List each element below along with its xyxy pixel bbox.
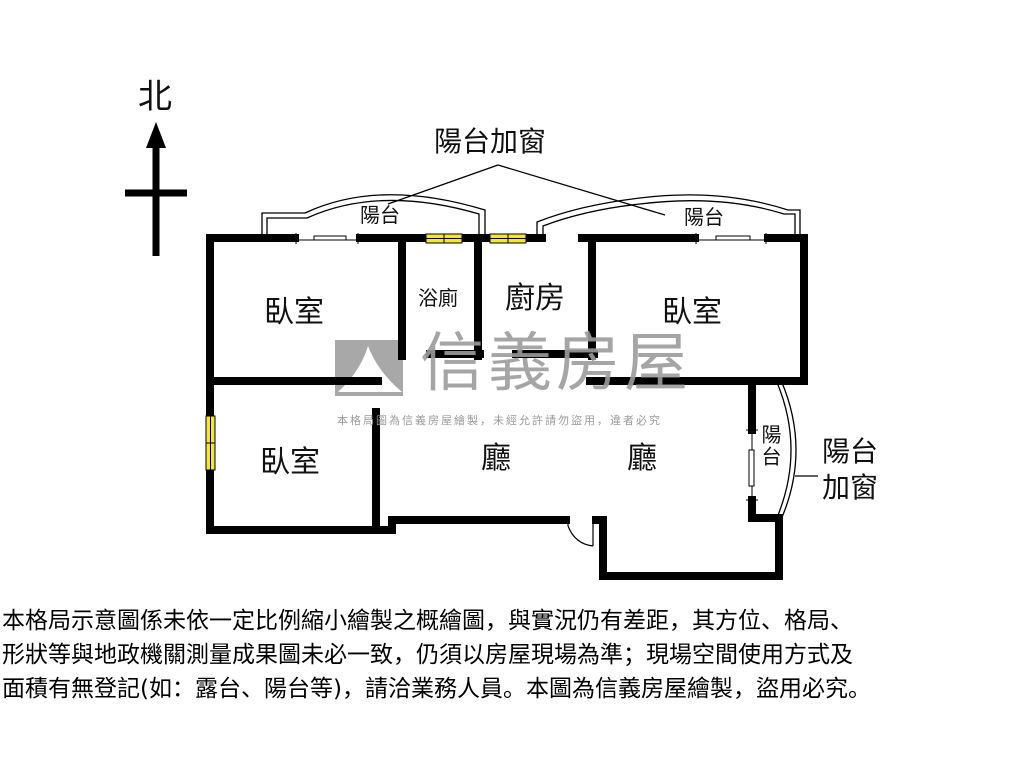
balcony-rail-top-right [536, 194, 801, 240]
room-balcony-top-right: 陽台 [684, 205, 724, 229]
room-bedroom-bottom-left: 臥室 [260, 445, 320, 480]
room-living-left: 廳 [481, 441, 511, 476]
compass-label: 北 [138, 77, 172, 117]
room-bathroom: 浴廁 [418, 286, 458, 310]
disclaimer-line-2: 形狀等與地政機關測量成果圖未必一致，仍須以房屋現場為準；現場空間使用方式及 [2, 642, 853, 668]
room-living-right: 廳 [627, 441, 657, 476]
annotation-top-enclosed-balcony: 陽台加窗 [434, 125, 547, 158]
watermark-brand: 信義房屋 [420, 327, 692, 401]
room-balcony-right: 陽台 [758, 424, 782, 468]
disclaimer: 本格局示意圖係未依一定比例縮小繪製之概繪圖，與實況仍有差距，其方位、格局、 形狀… [2, 604, 1022, 706]
sliding-doors [295, 233, 767, 501]
disclaimer-line-3: 面積有無登記(如：露台、陽台等)，請洽業務人員。本圖為信義房屋繪製，盜用必究。 [2, 676, 871, 702]
annotation-right-enclosed-balcony-1: 陽台 [822, 435, 879, 468]
disclaimer-line-1: 本格局示意圖係未依一定比例縮小繪製之概繪圖，與實況仍有差距，其方位、格局、 [2, 608, 853, 634]
north-arrow-icon [125, 122, 187, 256]
room-balcony-top-left: 陽台 [360, 203, 400, 227]
room-bedroom-top-right: 臥室 [662, 295, 722, 330]
windows [205, 233, 527, 471]
leader-lines [387, 164, 818, 477]
room-kitchen: 廚房 [505, 281, 565, 316]
floor-plan [125, 122, 818, 580]
watermark-logo-icon [335, 340, 403, 396]
entrance-door-icon [567, 516, 594, 547]
balcony-rail-top-left [261, 194, 486, 240]
annotation-right-enclosed-balcony-2: 加窗 [822, 471, 879, 504]
room-bedroom-top-left: 臥室 [264, 295, 324, 330]
balcony-rail-right [775, 377, 797, 523]
watermark-notice: 本格局圖為信義房屋繪製，未經允許請勿盜用，違者必究 [337, 414, 662, 427]
